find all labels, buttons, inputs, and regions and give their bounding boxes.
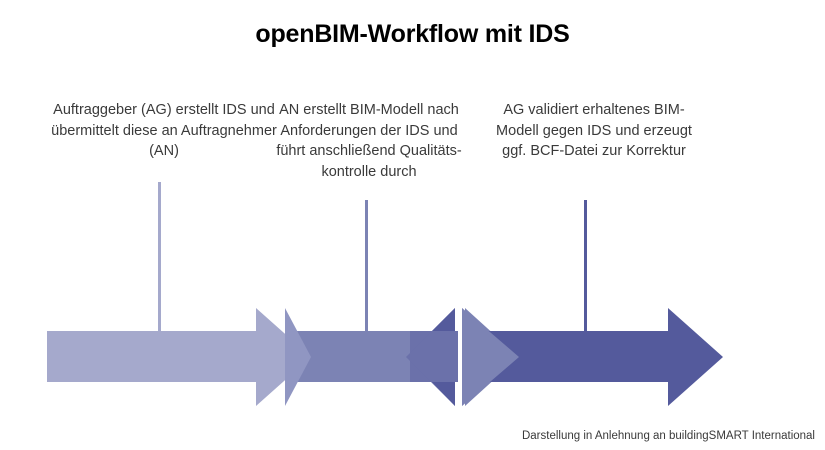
source-caption: Darstellung in Anlehnung an buildingSMAR… bbox=[521, 430, 815, 442]
connector-line-3 bbox=[584, 200, 587, 332]
step-label-3: AG validiert erhaltenes BIM-Modell gegen… bbox=[496, 102, 692, 160]
step-label-1: Auftraggeber (AG) erstellt IDS und überm… bbox=[51, 102, 277, 160]
step-label-2: AN erstellt BIM-Modell nach Anforderunge… bbox=[276, 102, 462, 180]
arrow-2-head-wing-lower bbox=[432, 382, 455, 406]
page-title: openBIM-Workflow mit IDS bbox=[255, 20, 570, 48]
arrow-2-head-overlap bbox=[462, 308, 519, 406]
arrow-2-head-left-wing bbox=[406, 308, 455, 406]
arrow-gap-separator-overlay bbox=[458, 304, 462, 412]
arrow-2-head-wing-upper bbox=[432, 308, 455, 331]
connector-line-1 bbox=[158, 182, 161, 332]
arrow-2-head-right-wing-upper bbox=[462, 308, 485, 331]
arrow-1-head-overlap bbox=[285, 308, 311, 406]
arrow-2-head-right-wing-lower bbox=[462, 382, 485, 406]
connector-line-2 bbox=[365, 200, 368, 332]
arrow-shape-1 bbox=[47, 308, 311, 406]
